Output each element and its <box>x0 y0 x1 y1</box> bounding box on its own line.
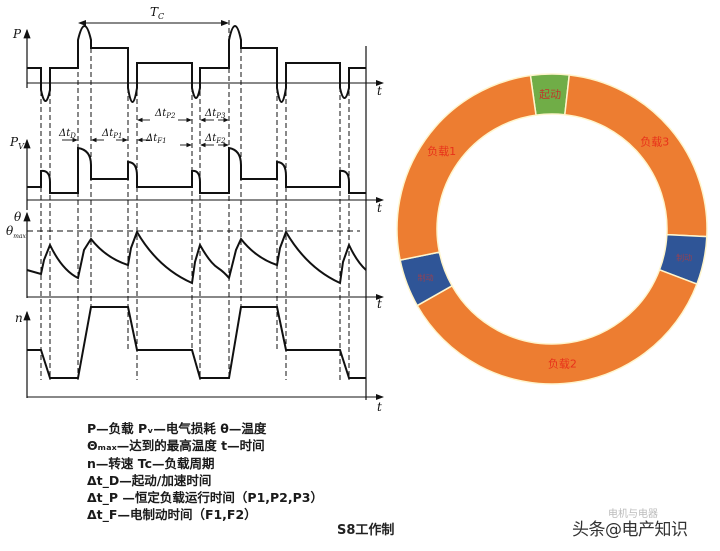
legend-line: Δt_F—电制动时间（F1,F2） <box>87 507 257 523</box>
donut-label: 负载1 <box>427 144 456 158</box>
donut-label: 负载3 <box>640 135 669 149</box>
legend-line: n—转速 Tc—负载周期 <box>87 455 215 471</box>
axis-label-p: P <box>12 27 22 41</box>
legend-line: Δt_D—起动/加速时间 <box>87 472 212 488</box>
caption: S8工作制 <box>337 523 395 538</box>
axis-label-pv: PV <box>9 135 25 151</box>
s8-timing-diagram: TC P PV θ θmax n t t t t ΔtD ΔtP1 ΔtF1 Δ… <box>6 5 384 414</box>
legend-line: Θₘₐₓ—达到的最高温度 t—时间 <box>87 438 265 454</box>
time-label-n: t <box>377 400 382 414</box>
legend-line: P—负载 Pᵥ—电气损耗 θ—温度 <box>87 421 267 436</box>
theta-max-label: θmax <box>6 224 27 240</box>
time-label-pv: t <box>377 201 382 215</box>
interval-label-p2: ΔtP2 <box>154 108 176 120</box>
legend: P—负载 Pᵥ—电气损耗 θ—温度 Θₘₐₓ—达到的最高温度 t—时间 n—转速… <box>87 420 323 524</box>
watermark: 头条@电产知识 <box>572 520 688 540</box>
donut-label: 制动 <box>418 272 434 282</box>
time-label-theta: t <box>377 297 382 311</box>
time-label-p: t <box>377 84 382 98</box>
donut-segments <box>396 73 708 385</box>
interval-label-p3: ΔtP3 <box>204 108 226 120</box>
axis-label-theta: θ <box>14 210 22 224</box>
interval-label-d: ΔtD <box>58 128 76 140</box>
donut-segment <box>396 74 537 262</box>
watermark-faint: 电机与电器 <box>608 509 658 520</box>
period-label: TC <box>150 5 164 21</box>
donut-label: 起动 <box>539 88 561 101</box>
interval-label-f1: ΔtF1 <box>145 133 167 145</box>
donut-label: 制动 <box>676 253 692 263</box>
legend-line: Δt_P —恒定负载运行时间（P1,P2,P3） <box>87 490 323 506</box>
interval-label-p1: ΔtP1 <box>101 128 122 140</box>
axis-label-n: n <box>15 311 23 325</box>
interval-label-f2: ΔtF2 <box>204 133 226 145</box>
donut-label: 负载2 <box>548 357 577 371</box>
donut-segment <box>563 74 708 238</box>
